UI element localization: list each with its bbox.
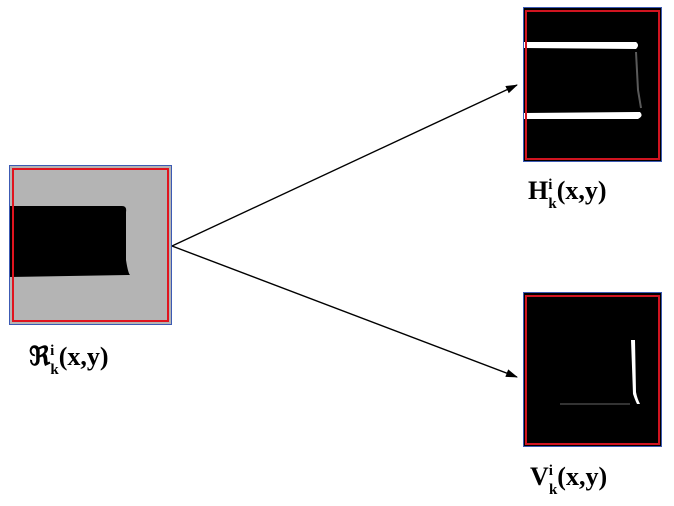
vertical-label-sup: i	[548, 463, 553, 479]
arrow-to-vertical	[171, 245, 518, 378]
vertical-edge-line	[631, 340, 640, 404]
source-label: ℜik(x,y)	[29, 344, 109, 378]
source-image-panel	[9, 165, 172, 325]
vertical-label-args: (x,y)	[557, 462, 608, 491]
vertical-border	[525, 295, 660, 445]
arrow-to-horizontal	[171, 84, 518, 247]
source-label-symbol: ℜ	[29, 342, 51, 371]
source-shape	[10, 206, 130, 277]
source-label-sub: k	[50, 362, 59, 378]
vertical-label-symbol: V	[530, 462, 549, 491]
horizontal-label: Hik(x,y)	[528, 178, 607, 212]
horizontal-edge-panel	[523, 7, 662, 162]
horizontal-border	[525, 10, 660, 160]
horizontal-edge-bottom	[524, 112, 642, 119]
vertical-background	[524, 293, 661, 446]
source-label-sup: i	[50, 343, 55, 359]
horizontal-label-sub: k	[548, 196, 557, 212]
source-border	[12, 168, 169, 322]
horizontal-background	[524, 8, 661, 161]
vertical-label-sub: k	[548, 482, 558, 498]
horizontal-label-args: (x,y)	[556, 176, 607, 205]
vertical-label: Vik(x,y)	[530, 464, 607, 498]
vertical-edge-panel	[523, 292, 662, 447]
horizontal-edge-top	[524, 42, 638, 49]
horizontal-label-symbol: H	[528, 176, 549, 205]
source-label-args: (x,y)	[58, 342, 109, 371]
horizontal-label-sup: i	[548, 177, 553, 193]
horizontal-edge-faint	[635, 51, 642, 109]
